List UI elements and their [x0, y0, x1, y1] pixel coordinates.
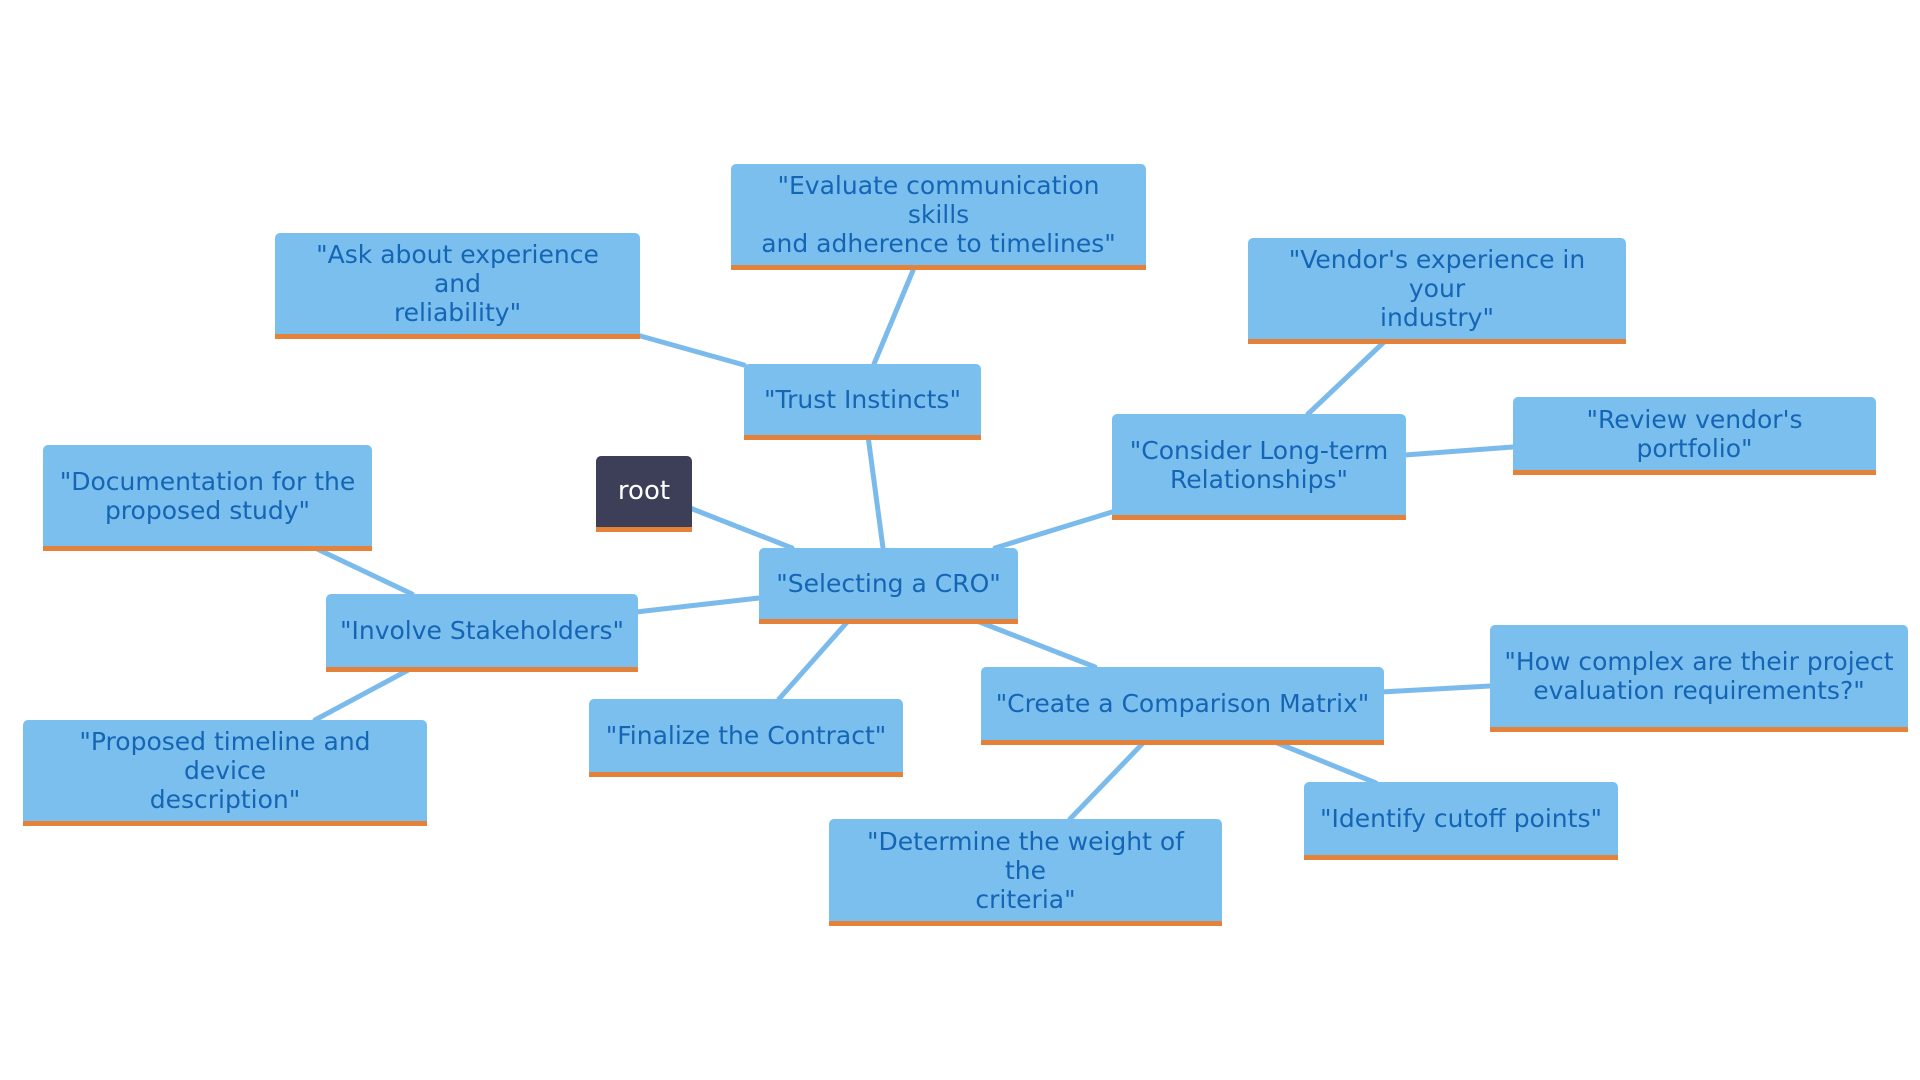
node-selecting-cro[interactable]: "Selecting a CRO": [759, 548, 1018, 624]
link-comparison-matrix-project-complexity: [1378, 683, 1493, 695]
link-involve-stakeholders-proposed-timeline: [312, 665, 415, 723]
node-documentation[interactable]: "Documentation for the proposed study": [43, 445, 372, 551]
link-trust-instincts-ask-experience: [634, 332, 747, 368]
node-comparison-matrix[interactable]: "Create a Comparison Matrix": [981, 667, 1384, 745]
link-involve-stakeholders-documentation: [312, 545, 415, 597]
link-consider-long-term-review-portfolio: [1402, 444, 1516, 458]
node-finalize-contract[interactable]: "Finalize the Contract": [589, 699, 903, 777]
node-project-complexity[interactable]: "How complex are their project evaluatio…: [1490, 625, 1908, 732]
node-proposed-timeline[interactable]: "Proposed timeline and device descriptio…: [23, 720, 427, 826]
node-consider-long-term[interactable]: "Consider Long-term Relationships": [1112, 414, 1406, 520]
node-criteria-weight[interactable]: "Determine the weight of the criteria": [829, 819, 1222, 926]
link-root-selecting-cro: [687, 505, 795, 551]
link-comparison-matrix-criteria-weight: [1067, 737, 1149, 822]
link-selecting-cro-involve-stakeholders: [633, 595, 762, 615]
node-ask-experience[interactable]: "Ask about experience and reliability": [275, 233, 640, 339]
node-evaluate-communication[interactable]: "Evaluate communication skills and adher…: [731, 164, 1146, 270]
node-cutoff-points[interactable]: "Identify cutoff points": [1304, 782, 1618, 860]
node-review-portfolio[interactable]: "Review vendor's portfolio": [1513, 397, 1876, 475]
link-consider-long-term-vendor-experience: [1305, 339, 1387, 417]
node-trust-instincts[interactable]: "Trust Instincts": [744, 364, 981, 440]
link-selecting-cro-finalize-contract: [776, 617, 852, 702]
node-root[interactable]: root: [596, 456, 692, 532]
link-comparison-matrix-cutoff-points: [1267, 737, 1379, 786]
link-selecting-cro-trust-instincts: [865, 433, 886, 551]
link-trust-instincts-evaluate-communication: [871, 265, 917, 367]
node-vendor-experience[interactable]: "Vendor's experience in your industry": [1248, 238, 1626, 344]
node-involve-stakeholders[interactable]: "Involve Stakeholders": [326, 594, 638, 672]
link-selecting-cro-consider-long-term: [992, 509, 1115, 551]
link-selecting-cro-comparison-matrix: [974, 618, 1098, 670]
